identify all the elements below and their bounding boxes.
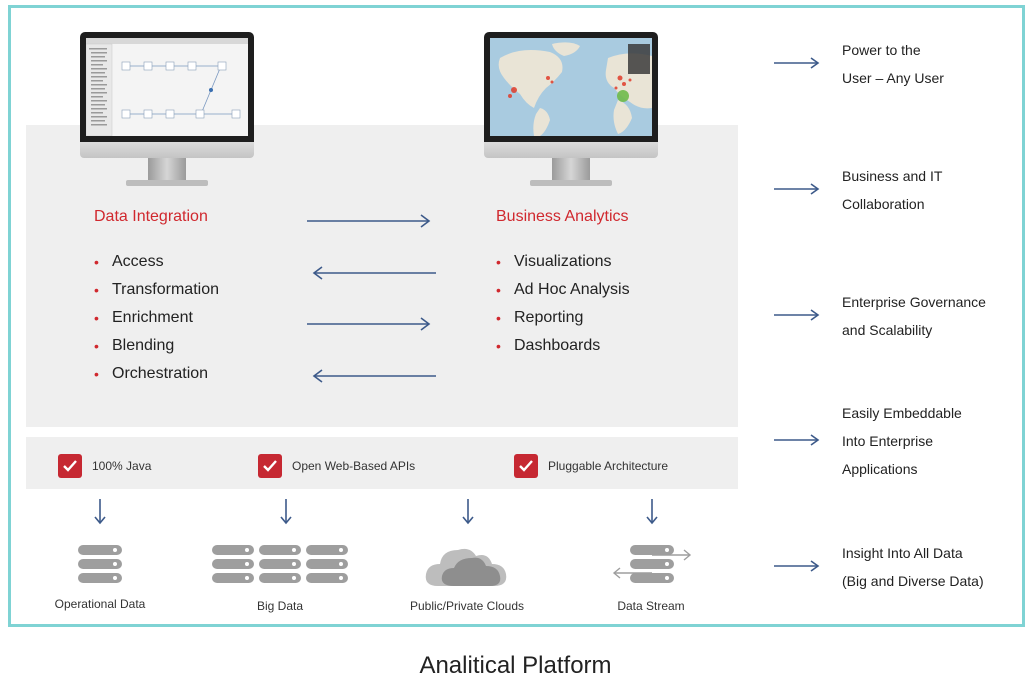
- data-integration-title: Data Integration: [94, 208, 208, 225]
- list-item: •Blending: [94, 337, 175, 354]
- arrow-right-icon: [774, 183, 820, 195]
- list-item: •Ad Hoc Analysis: [496, 281, 630, 298]
- source-label-stream: Data Stream: [617, 599, 685, 613]
- source-label-clouds: Public/Private Clouds: [409, 599, 525, 613]
- list-item: •Reporting: [496, 309, 584, 326]
- arrow-right-icon: [307, 317, 431, 331]
- arrow-right-icon: [307, 214, 431, 228]
- features-panel: [26, 437, 738, 489]
- feature-pluggable: Pluggable Architecture: [514, 453, 668, 479]
- bullet-icon: •: [496, 254, 501, 270]
- arrow-left-icon: [312, 369, 436, 383]
- list-item: •Access: [94, 253, 164, 270]
- bullet-icon: •: [496, 282, 501, 298]
- arrow-right-icon: [774, 309, 820, 321]
- list-item: •Orchestration: [94, 365, 209, 382]
- checkmark-icon: [258, 454, 282, 478]
- checkmark-icon: [514, 454, 538, 478]
- feature-web-apis: Open Web-Based APIs: [258, 453, 415, 479]
- arrow-left-icon: [312, 266, 436, 280]
- diagram-frame: [8, 5, 1025, 627]
- bullet-icon: •: [496, 310, 501, 326]
- business-analytics-list: •Visualizations •Ad Hoc Analysis •Report…: [494, 252, 630, 364]
- list-item: •Dashboards: [496, 337, 601, 354]
- list-item: •Enrichment: [94, 309, 193, 326]
- feature-label: Open Web-Based APIs: [292, 459, 416, 473]
- arrow-right-icon: [774, 560, 820, 572]
- feature-label: Pluggable Architecture: [548, 459, 669, 473]
- data-stream-icon: [612, 545, 692, 583]
- server-cluster-icon: [212, 545, 348, 583]
- arrow-down-icon: [462, 499, 474, 525]
- benefit-embeddable: Easily Embeddable Into Enterprise Applic…: [842, 405, 962, 477]
- bullet-icon: •: [94, 310, 99, 326]
- checkmark-icon: [58, 454, 82, 478]
- figure-caption: Analitical Platform: [419, 652, 612, 679]
- source-label-big-data: Big Data: [256, 599, 304, 613]
- business-analytics-title: Business Analytics: [496, 208, 629, 225]
- list-item: •Transformation: [94, 281, 219, 298]
- arrow-right-icon: [774, 57, 820, 69]
- feature-java: 100% Java: [58, 453, 151, 479]
- bullet-icon: •: [94, 254, 99, 270]
- feature-label: 100% Java: [92, 459, 152, 473]
- arrow-right-icon: [774, 434, 820, 446]
- arrow-down-icon: [646, 499, 658, 525]
- list-item: •Visualizations: [496, 253, 612, 270]
- bullet-icon: •: [496, 338, 501, 354]
- bullet-icon: •: [94, 282, 99, 298]
- source-label-operational: Operational Data: [54, 597, 146, 611]
- arrow-down-icon: [94, 499, 106, 525]
- cloud-icon: [425, 548, 507, 586]
- bullet-icon: •: [94, 338, 99, 354]
- server-stack-icon: [78, 545, 122, 583]
- benefit-insight: Insight Into All Data (Big and Diverse D…: [842, 545, 984, 589]
- arrow-down-icon: [280, 499, 292, 525]
- benefit-user: Power to the User – Any User: [842, 42, 944, 86]
- bullet-icon: •: [94, 366, 99, 382]
- data-integration-list: •Access •Transformation •Enrichment •Ble…: [92, 252, 219, 392]
- benefit-collaboration: Business and IT Collaboration: [842, 168, 943, 212]
- benefit-governance: Enterprise Governance and Scalability: [842, 294, 986, 338]
